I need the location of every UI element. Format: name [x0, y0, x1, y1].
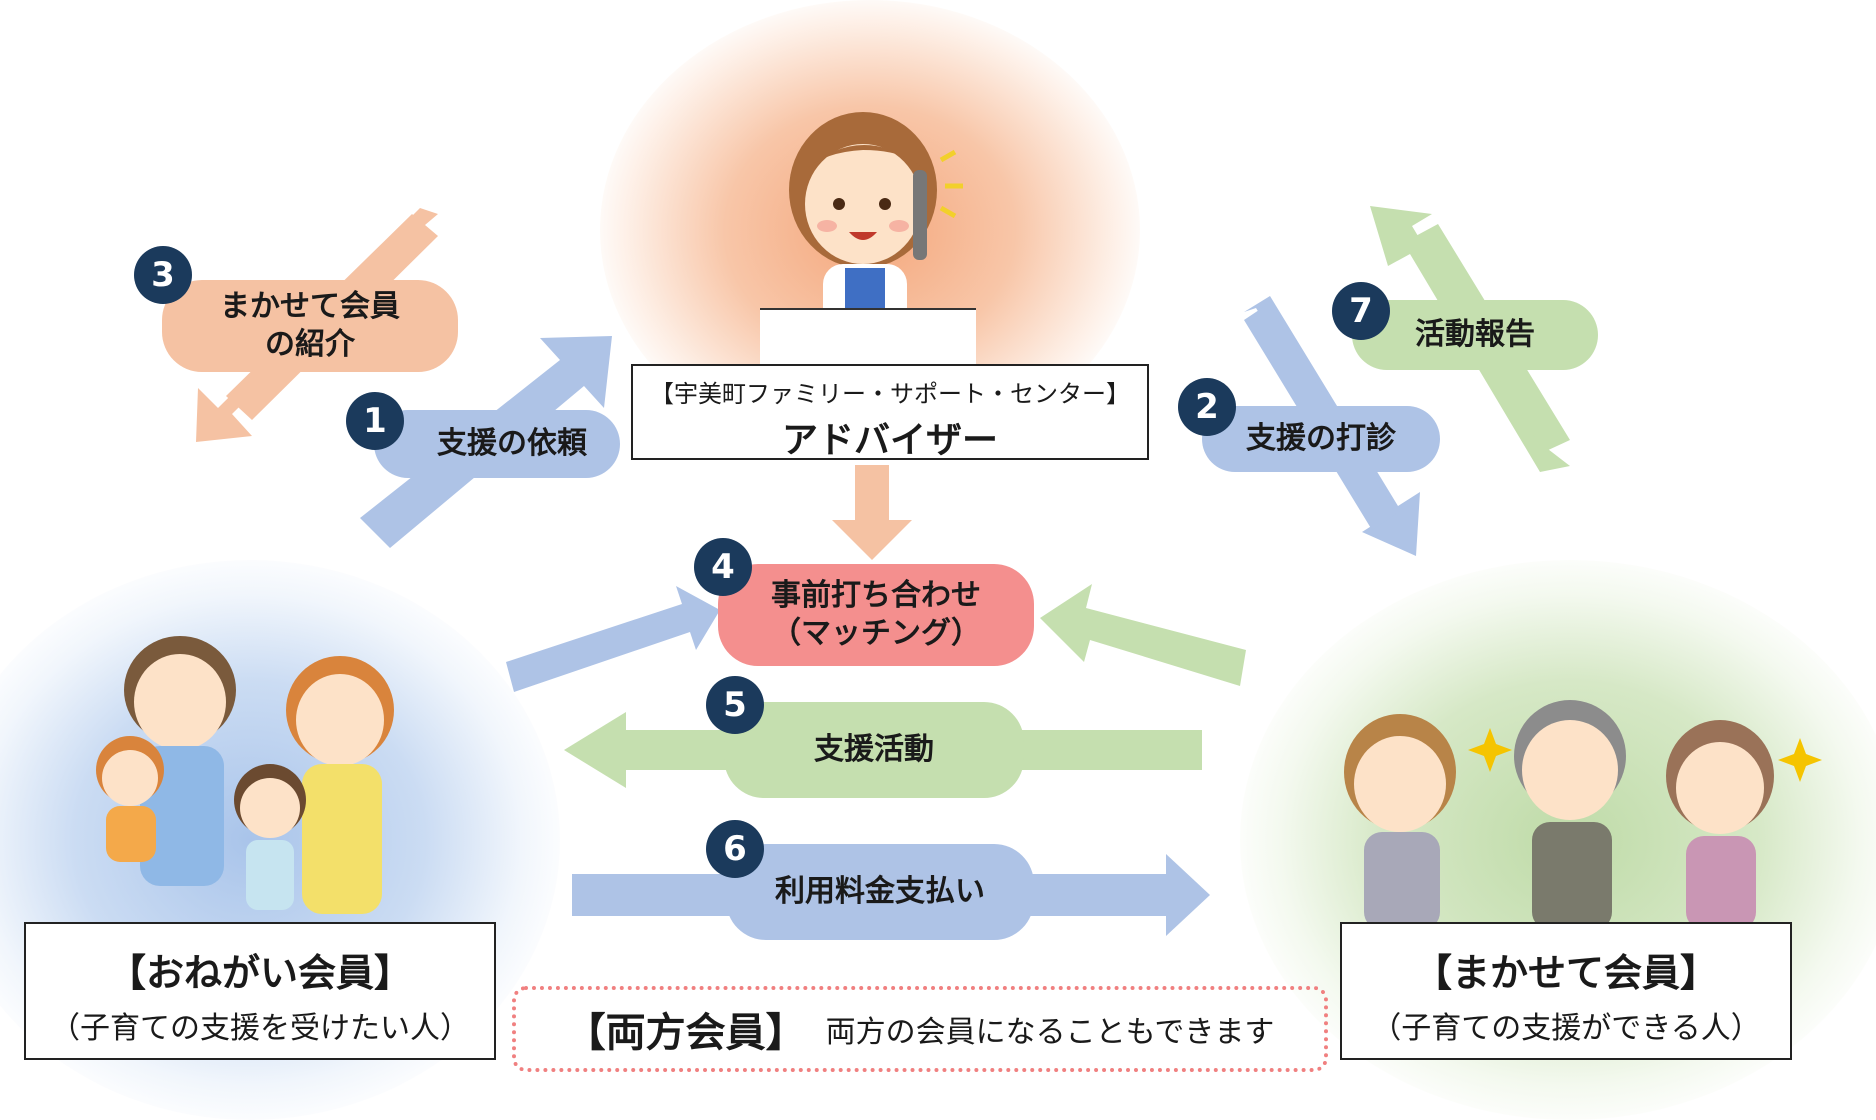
makasete-member-box: 【まかせて会員】 （子育ての支援ができる人）	[1340, 922, 1792, 1060]
step-5-label: 支援活動	[814, 732, 934, 767]
onegai-member-title: 【おねがい会員】	[107, 951, 412, 995]
step-4-label-line1: 事前打ち合わせ	[771, 578, 981, 613]
step-3-label-line2: の紹介	[265, 327, 355, 362]
both-member-title: 【両方会員】	[565, 1010, 806, 1056]
family-illustration	[96, 636, 394, 914]
step-7-badge: 7	[1332, 282, 1390, 340]
step-6-label: 利用料金支払い	[775, 874, 985, 909]
step-2-pill: 支援の打診	[1202, 406, 1440, 472]
arrow-supporters-to-matching	[1040, 584, 1246, 686]
step-7-pill: 活動報告	[1352, 300, 1598, 370]
step-3-label-line1: まかせて会員	[220, 289, 400, 324]
step-5-badge: 5	[706, 676, 764, 734]
step-6-badge: 6	[706, 820, 764, 878]
onegai-member-box: 【おねがい会員】 （子育ての支援を受けたい人）	[24, 922, 496, 1060]
makasete-member-desc: （子育ての支援ができる人）	[1371, 1011, 1761, 1046]
step-3-pill: まかせて会員 の紹介	[162, 280, 458, 372]
onegai-member-desc: （子育ての支援を受けたい人）	[50, 1011, 470, 1046]
step-5-pill: 支援活動	[724, 702, 1024, 798]
step-6-pill: 利用料金支払い	[726, 844, 1034, 940]
arrow-center-to-matching	[832, 465, 912, 560]
step-7-label: 活動報告	[1415, 317, 1535, 352]
adviser-center-name: 【宇美町ファミリー・サポート・センター】	[650, 380, 1130, 408]
makasete-member-title: 【まかせて会員】	[1413, 951, 1718, 995]
arrow-family-to-matching	[506, 586, 720, 692]
step-1-label: 支援の依頼	[437, 426, 587, 461]
both-member-box: 【両方会員】 両方の会員になることもできます	[512, 986, 1328, 1072]
step-3-badge: 3	[134, 246, 192, 304]
step-1-pill: 支援の依頼	[374, 410, 620, 478]
step-2-badge: 2	[1178, 378, 1236, 436]
adviser-box: 【宇美町ファミリー・サポート・センター】 アドバイザー	[631, 364, 1149, 461]
adviser-title: アドバイザー	[781, 420, 998, 461]
step-1-badge: 1	[346, 392, 404, 450]
step-4-label-line2: （マッチング）	[771, 616, 981, 651]
adviser-desk	[760, 308, 976, 370]
step-2-label: 支援の打診	[1246, 421, 1396, 456]
step-4-badge: 4	[694, 538, 752, 596]
both-member-desc: 両方の会員になることもできます	[825, 1015, 1275, 1050]
step-4-pill: 事前打ち合わせ （マッチング）	[718, 564, 1034, 666]
supporters-illustration	[1344, 700, 1822, 930]
